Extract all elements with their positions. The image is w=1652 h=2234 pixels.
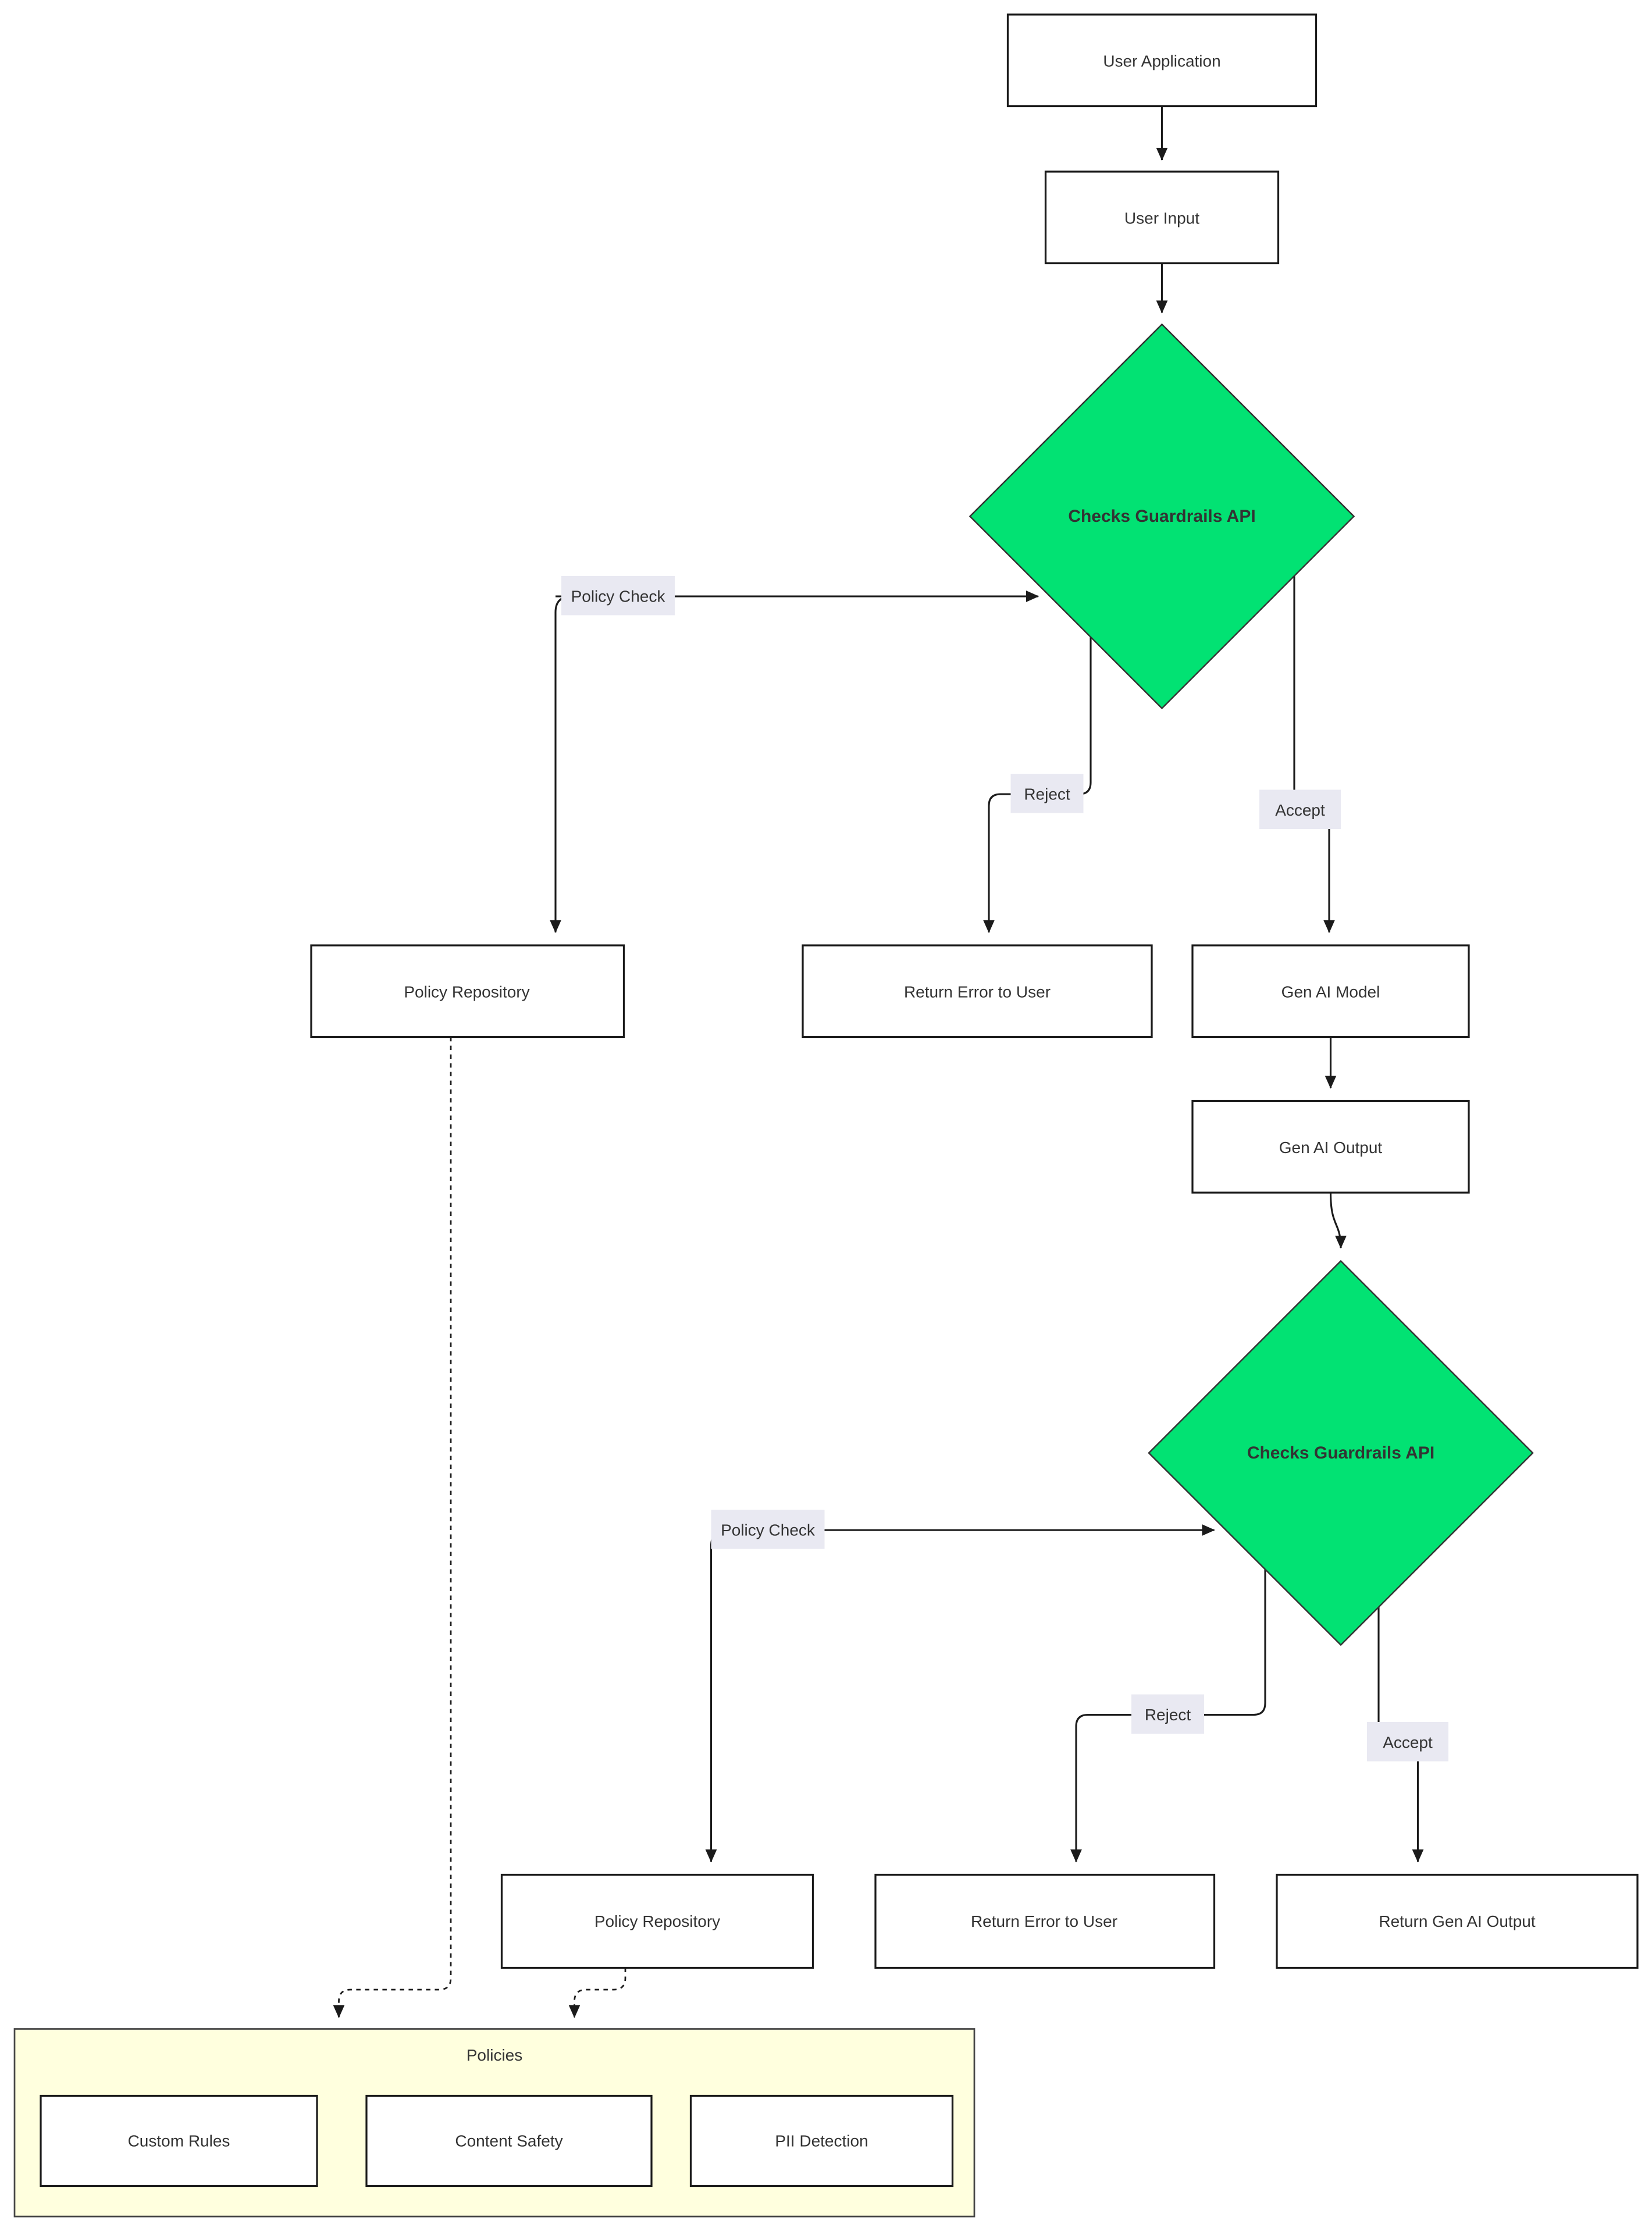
node-user-application: User Application [1006, 13, 1318, 108]
edge-label-reject-1: Reject [1010, 774, 1084, 813]
edge-label-policy-check-1: Policy Check [561, 576, 675, 616]
node-pii-detection: PII Detection [689, 2094, 954, 2187]
node-policy-repository-2: Policy Repository [500, 1873, 814, 1969]
node-label: Return Gen AI Output [1379, 1912, 1535, 1930]
node-label: User Input [1124, 209, 1199, 227]
edges [333, 106, 1424, 2018]
svg-text:Reject: Reject [1145, 1706, 1191, 1724]
node-content-safety: Content Safety [365, 2094, 653, 2187]
decision-guardrails-check-input: Checks Guardrails API [969, 323, 1355, 710]
svg-text:Policy Check: Policy Check [571, 588, 666, 606]
node-policy-repository-1: Policy Repository [310, 944, 625, 1038]
node-custom-rules: Custom Rules [40, 2094, 318, 2187]
svg-text:Policy Check: Policy Check [721, 1521, 816, 1539]
svg-text:Accept: Accept [1383, 1734, 1433, 1752]
node-label: Gen AI Model [1281, 983, 1380, 1001]
node-label: Custom Rules [128, 2132, 230, 2150]
node-label: Return Error to User [904, 983, 1051, 1001]
node-user-input: User Input [1044, 170, 1280, 265]
node-label: Content Safety [455, 2132, 562, 2150]
node-label: PII Detection [775, 2132, 868, 2150]
edge-repository2-policies-dotted [568, 1968, 626, 2018]
node-return-gen-ai-output: Return Gen AI Output [1276, 1873, 1639, 1969]
edge-policycheck1-to-repository [550, 595, 572, 933]
policies-title: Policies [467, 2046, 522, 2064]
edge-repository1-policies-dotted [333, 1037, 452, 2018]
svg-text:Accept: Accept [1275, 801, 1325, 819]
node-return-error-1: Return Error to User [802, 944, 1153, 1038]
decision-guardrails-check-output: Checks Guardrails API [1148, 1260, 1534, 1646]
edge-label-accept-1: Accept [1259, 789, 1341, 829]
node-gen-ai-output: Gen AI Output [1191, 1100, 1470, 1194]
decision-label: Checks Guardrails API [1068, 507, 1255, 526]
node-label: User Application [1103, 52, 1220, 70]
decision-label: Checks Guardrails API [1247, 1443, 1434, 1463]
edge-accept1 [1293, 576, 1335, 933]
node-return-error-2: Return Error to User [874, 1873, 1216, 1969]
node-label: Policy Repository [404, 983, 529, 1001]
edge-label-accept-2: Accept [1367, 1722, 1448, 1762]
edge-label-policy-check-2: Policy Check [711, 1510, 825, 1549]
edge-policycheck2-to-repository [705, 1529, 728, 1863]
svg-text:Reject: Reject [1024, 785, 1070, 803]
edge-output-check2 [1329, 1192, 1347, 1249]
node-gen-ai-model: Gen AI Model [1191, 944, 1470, 1038]
edge-label-reject-2: Reject [1131, 1694, 1204, 1734]
node-label: Gen AI Output [1279, 1139, 1383, 1157]
node-label: Policy Repository [594, 1912, 720, 1930]
node-label: Return Error to User [971, 1912, 1117, 1930]
